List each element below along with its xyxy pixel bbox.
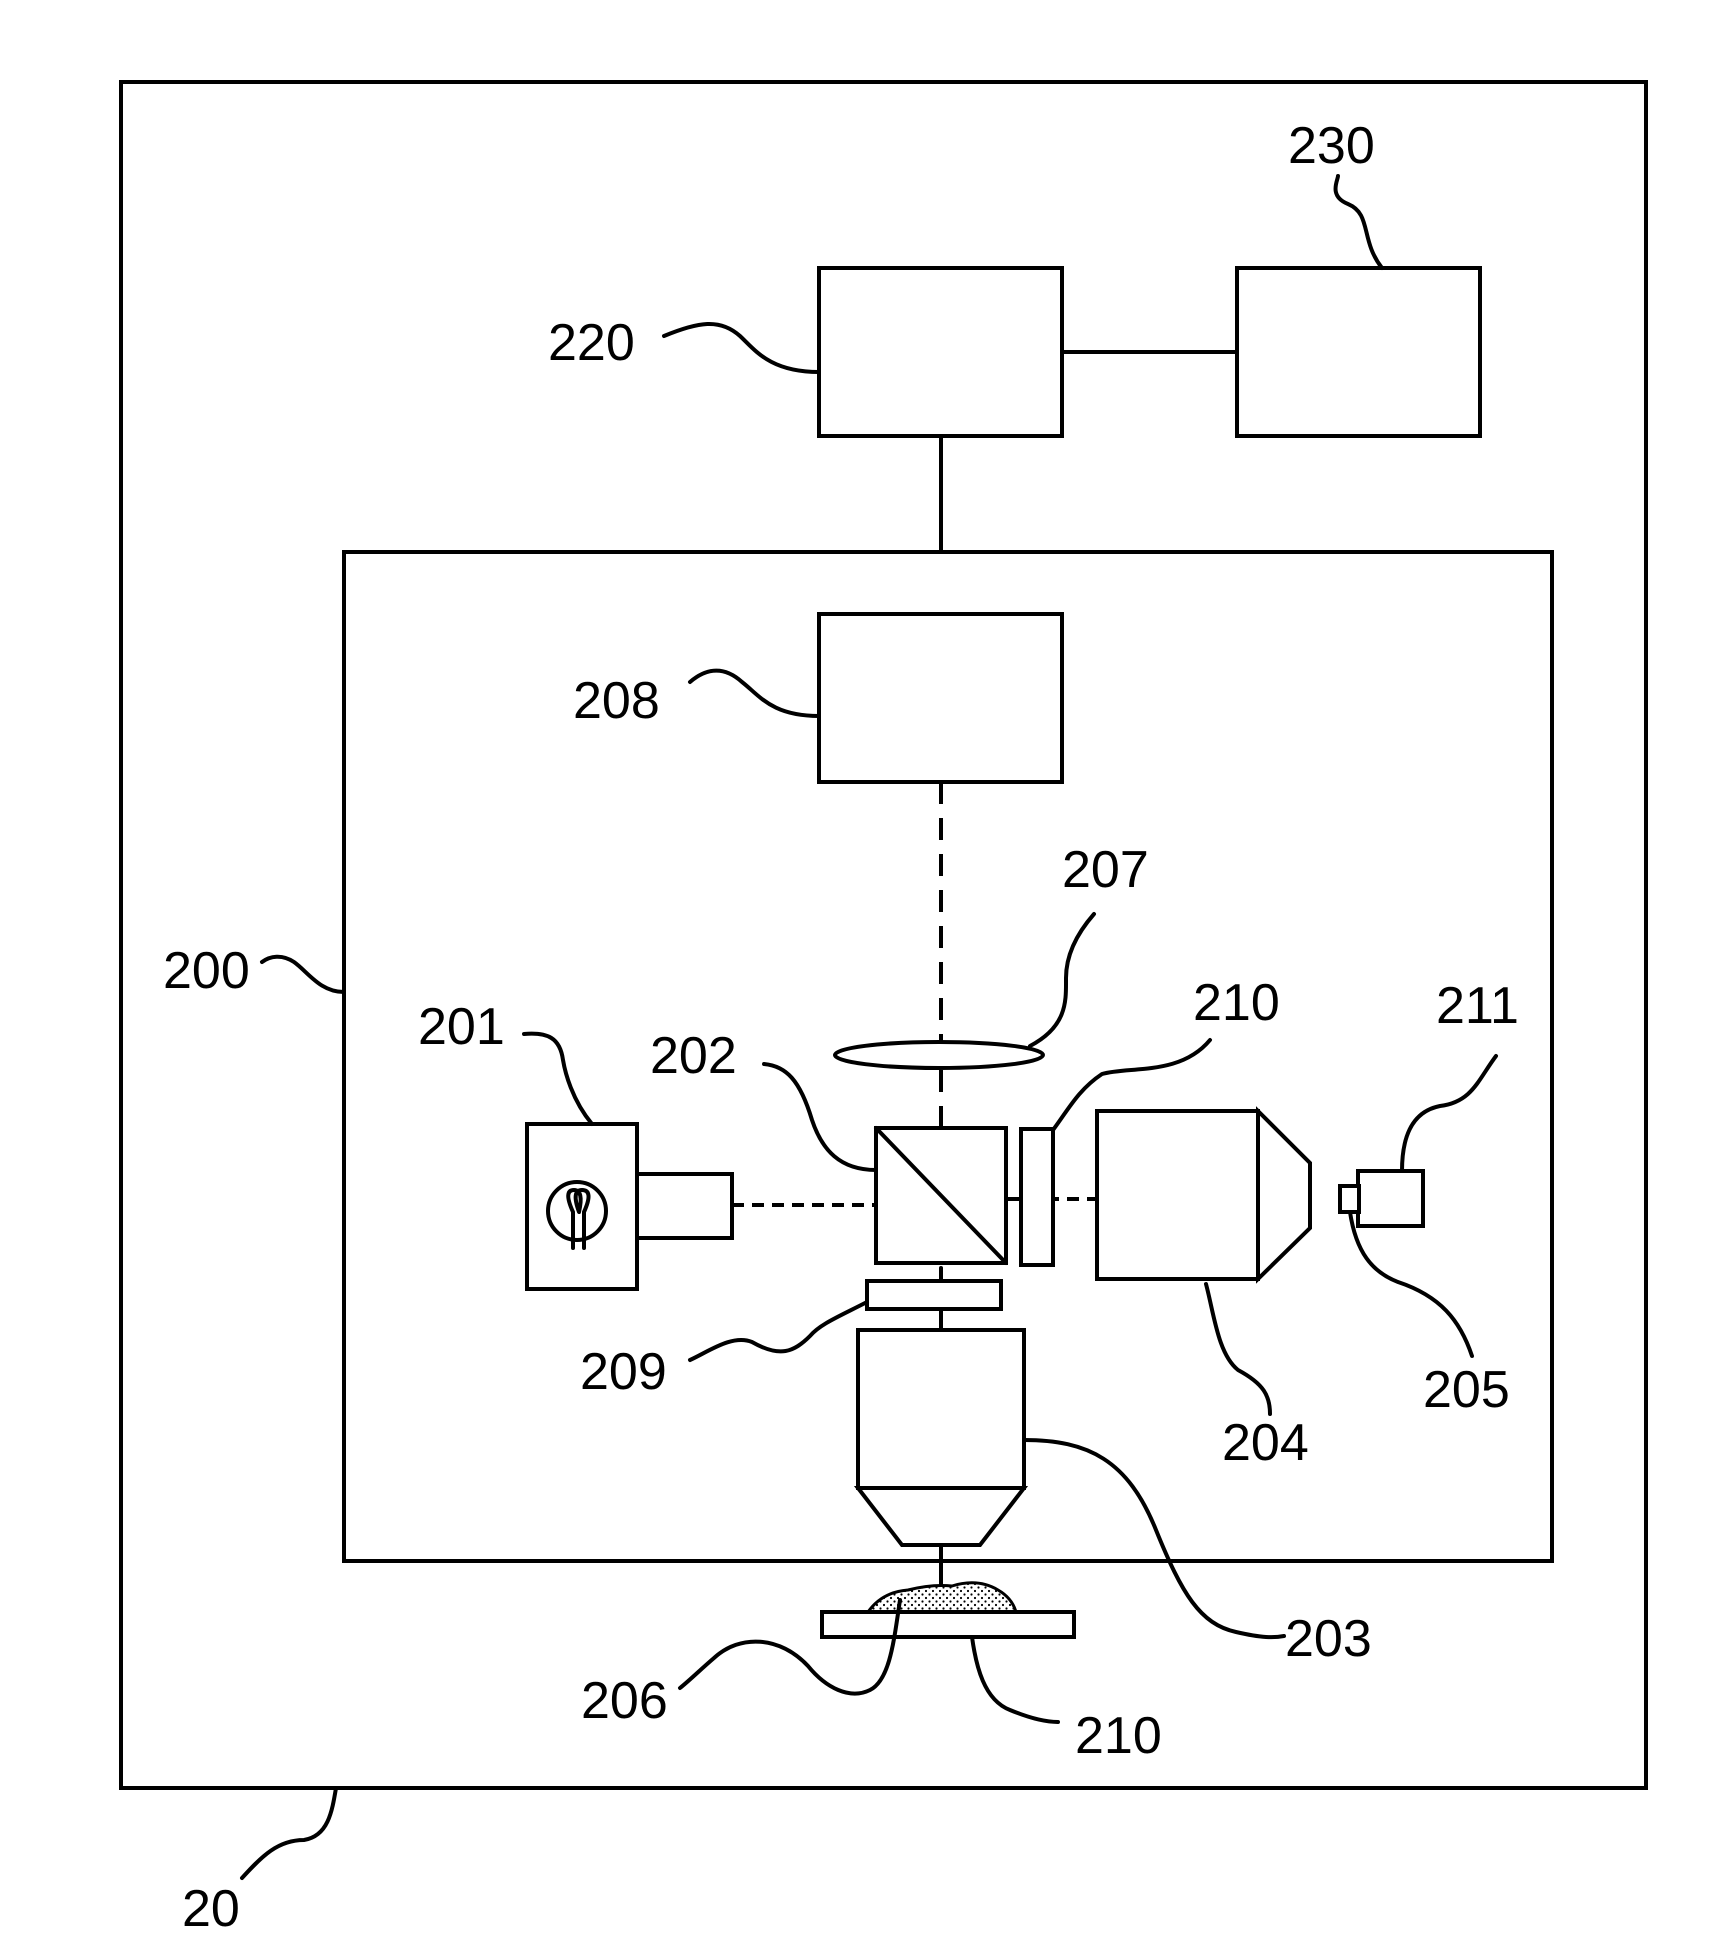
detector-box	[819, 614, 1062, 782]
label-200: 200	[163, 942, 250, 1000]
filter-210	[1021, 1129, 1053, 1265]
element-205	[1340, 1186, 1359, 1212]
label-203: 203	[1285, 1610, 1372, 1668]
label-20: 20	[182, 1880, 240, 1938]
lens-204-body	[1097, 1111, 1258, 1279]
unit-230-box	[1237, 268, 1480, 436]
label-209: 209	[580, 1343, 667, 1401]
label-202: 202	[650, 1027, 737, 1085]
objective-body	[858, 1330, 1024, 1488]
lens-207	[835, 1042, 1043, 1068]
label-207: 207	[1062, 841, 1149, 899]
label-210-top: 210	[1193, 974, 1280, 1032]
label-204: 204	[1222, 1414, 1309, 1472]
element-211	[1358, 1171, 1423, 1226]
label-230: 230	[1288, 117, 1375, 175]
label-slide-210: 210	[1075, 1707, 1162, 1765]
objective-203	[858, 1330, 1024, 1545]
lens-204	[1097, 1111, 1310, 1279]
slide-210	[822, 1612, 1074, 1637]
label-220: 220	[548, 314, 635, 372]
light-source-nozzle	[637, 1174, 732, 1238]
label-211: 211	[1436, 977, 1519, 1035]
label-206: 206	[581, 1672, 668, 1730]
label-208: 208	[573, 672, 660, 730]
leader-20	[242, 1788, 336, 1878]
label-205: 205	[1423, 1361, 1510, 1419]
label-201: 201	[418, 998, 505, 1056]
unit-220-box	[819, 268, 1062, 436]
filter-209	[867, 1281, 1001, 1309]
